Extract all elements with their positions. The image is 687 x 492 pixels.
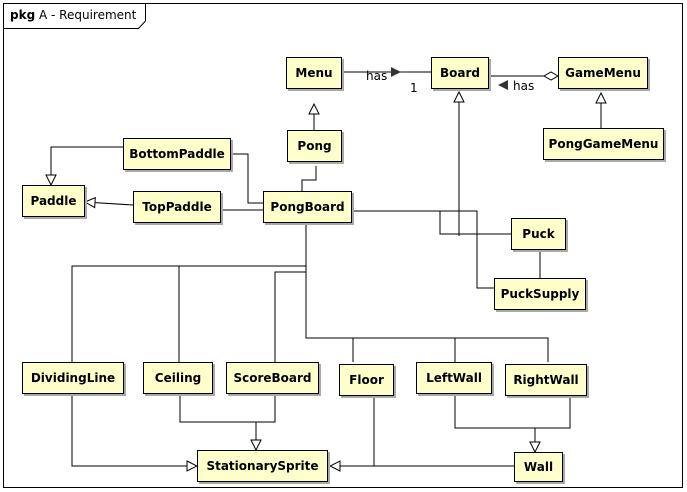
package-frame xyxy=(3,3,683,488)
assoc-direction-icon xyxy=(498,80,508,90)
gen-toppaddle-paddle xyxy=(85,202,134,205)
package-title: pkg A - Requirement xyxy=(10,8,136,22)
class-ceiling[interactable]: Ceiling xyxy=(143,362,213,394)
package-tab xyxy=(3,3,146,29)
class-pucksupply[interactable]: PuckSupply xyxy=(494,278,586,310)
class-board[interactable]: Board xyxy=(431,57,489,89)
gen-dividingline-stationarysprite xyxy=(71,396,197,466)
gen-leftwall-wall xyxy=(454,396,535,452)
class-rightwall[interactable]: RightWall xyxy=(505,364,587,396)
class-wall[interactable]: Wall xyxy=(514,452,563,482)
assoc-pongboard-puck xyxy=(352,210,511,235)
package-keyword: pkg xyxy=(10,8,36,22)
class-toppaddle[interactable]: TopPaddle xyxy=(133,191,221,223)
class-bottompaddle[interactable]: BottomPaddle xyxy=(123,138,231,170)
class-menu[interactable]: Menu xyxy=(286,57,342,89)
multiplicity-label: 1 xyxy=(410,81,418,95)
class-dividingline[interactable]: DividingLine xyxy=(22,362,124,394)
gen-rightwall-wall xyxy=(535,396,571,429)
assoc-pongboard-leftwall xyxy=(353,337,456,362)
assoc-label-gamemenu-board: has xyxy=(513,79,535,93)
class-leftwall[interactable]: LeftWall xyxy=(416,362,492,394)
class-paddle[interactable]: Paddle xyxy=(22,185,85,217)
gen-ceiling-stationarysprite xyxy=(179,396,256,450)
assoc-direction-icon xyxy=(391,67,401,77)
gen-floor-stationarysprite xyxy=(330,396,375,467)
assoc-pong-pongboard xyxy=(301,166,317,191)
class-gamemenu[interactable]: GameMenu xyxy=(558,57,648,89)
class-pong[interactable]: Pong xyxy=(287,130,342,162)
class-floor[interactable]: Floor xyxy=(339,364,394,396)
package-name: A - Requirement xyxy=(39,8,137,22)
assoc-bottompaddle-pongboard xyxy=(231,153,263,204)
assoc-label-menu-board: has xyxy=(366,69,388,83)
assoc-pongboard-scoreboard xyxy=(274,266,307,362)
class-scoreboard[interactable]: ScoreBoard xyxy=(226,362,319,394)
assoc-pongboard-floor xyxy=(305,266,354,362)
assoc-pongboard-rightwall xyxy=(455,337,549,362)
aggregation-diamond-icon xyxy=(542,71,560,81)
gen-scoreboard-stationarysprite xyxy=(256,396,276,423)
class-stationarysprite[interactable]: StationarySprite xyxy=(197,450,328,482)
assoc-pongboard-dividingline xyxy=(71,225,307,362)
class-ponggamemenu[interactable]: PongGameMenu xyxy=(543,128,664,160)
gen-bottompaddle-paddle xyxy=(51,146,123,185)
class-puck[interactable]: Puck xyxy=(511,218,566,250)
assoc-pongboard-pucksupply xyxy=(440,210,494,289)
class-pongboard[interactable]: PongBoard xyxy=(263,191,352,223)
